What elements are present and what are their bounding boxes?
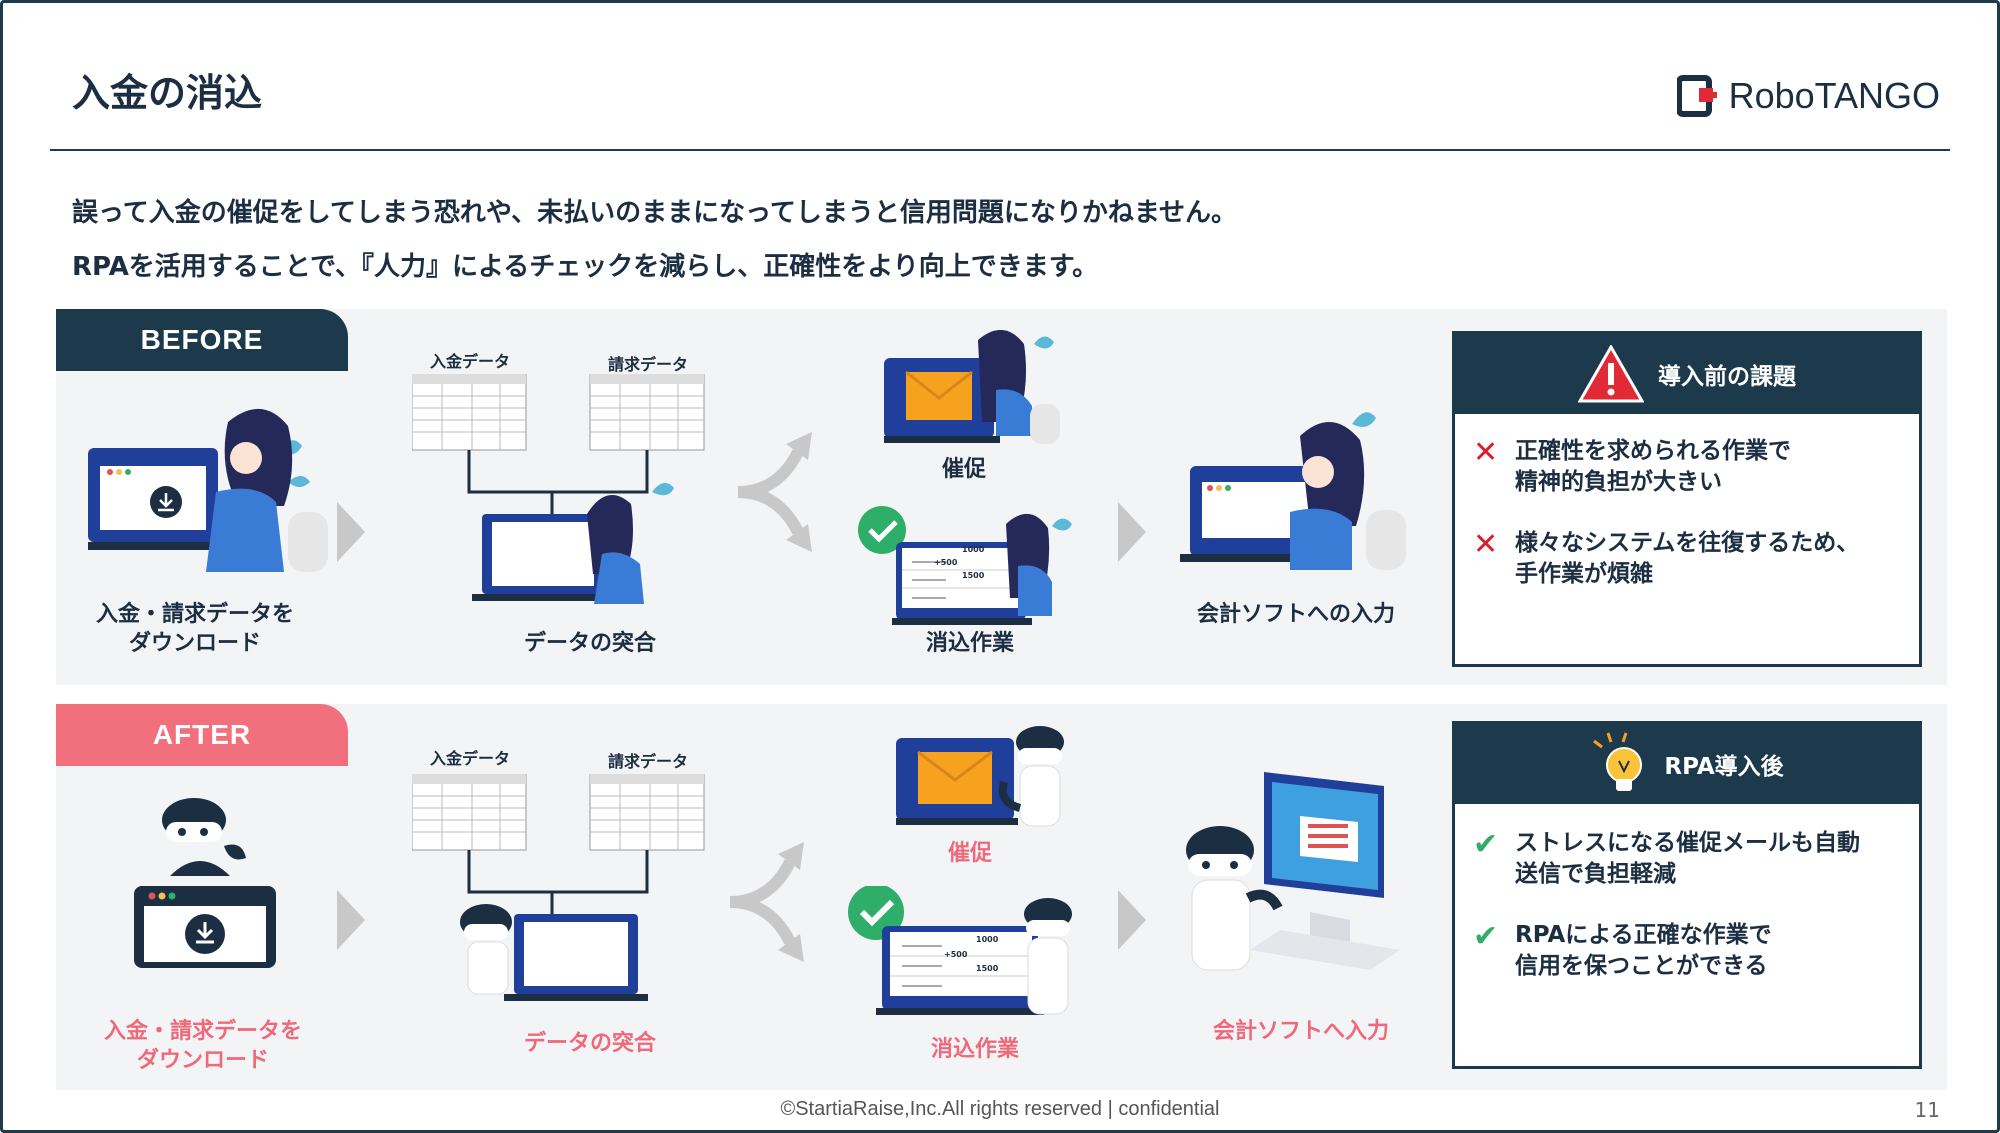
benefit-1-line1: ストレスになる催促メールも自動	[1515, 830, 1860, 856]
after-arrow-2-icon	[1118, 890, 1146, 950]
after-step4-label: 会計ソフトへ入力	[1212, 1019, 1389, 1044]
after-value-2: +500	[944, 950, 968, 959]
robotango-logo: RoboTANGO	[1676, 74, 1940, 118]
lightbulb-icon	[1593, 732, 1643, 791]
check-icon: ✔	[1473, 827, 1499, 862]
rpa-box-title: RPA導入後	[1664, 754, 1784, 780]
before-step3a-label: 催促	[941, 457, 986, 482]
lead-text-2: RPAを活用することで、『人力』によるチェックを減らし、正確性をより向上できます…	[72, 252, 1099, 282]
rpa-box: RPA導入後 ✔ ストレスになる催促メールも自動 送信で負担軽減 ✔ RPAによ…	[1452, 721, 1922, 1069]
before-reconcile-illustration	[858, 506, 1072, 625]
after-step1-label-line2: ダウンロード	[136, 1047, 269, 1073]
page-number: 11	[1914, 1098, 1940, 1122]
before-compare-illustration	[412, 374, 705, 604]
before-value-1: 1000	[962, 545, 985, 554]
spreadsheet-icon	[412, 374, 527, 451]
benefit-item: ✔ RPAによる正確な作業で 信用を保つことができる	[1473, 920, 1901, 982]
issues-box: 導入前の課題 ✕ 正確性を求められる作業で 精神的負担が大きい ✕ 様々なシステ…	[1452, 331, 1922, 667]
after-step1-label: 入金・請求データを ダウンロード	[90, 1018, 316, 1075]
before-step3b-label: 消込作業	[925, 631, 1014, 656]
after-value-1: 1000	[976, 935, 999, 944]
before-value-2: +500	[934, 558, 958, 567]
issue-1-line1: 正確性を求められる作業で	[1515, 438, 1791, 464]
robotango-logo-icon	[1676, 75, 1717, 117]
before-step1-label: 入金・請求データを ダウンロード	[82, 601, 308, 658]
before-download-illustration	[88, 408, 328, 572]
before-reminder-illustration	[884, 330, 1060, 444]
page-title: 入金の消込	[72, 71, 263, 115]
after-step1-label-line1: 入金・請求データを	[103, 1019, 302, 1044]
benefit-item: ✔ ストレスになる催促メールも自動 送信で負担軽減	[1473, 828, 1901, 890]
issue-2-line1: 様々なシステムを往復するため、	[1515, 530, 1860, 557]
after-step3b-label: 消込作業	[930, 1037, 1019, 1062]
logo-text: RoboTANGO	[1728, 75, 1940, 116]
after-reminder-illustration	[896, 726, 1064, 827]
after-tag: AFTER	[56, 704, 348, 766]
title-divider	[50, 149, 1950, 151]
before-step1-label-line2: ダウンロード	[128, 630, 261, 656]
before-value-3: 1500	[962, 571, 985, 580]
issue-1-line2: 精神的負担が大きい	[1515, 469, 1722, 496]
copyright-footer: ©StartiaRaise,Inc.All rights reserved | …	[780, 1098, 1220, 1120]
after-value-3: 1500	[976, 964, 999, 973]
cross-icon: ✕	[1473, 435, 1499, 470]
after-reconcile-illustration	[848, 886, 1072, 1015]
after-compare-illustration	[412, 774, 705, 1001]
after-sheet2-label: 請求データ	[608, 752, 689, 771]
lead-text-1: 誤って入金の催促をしてしまう恐れや、未払いのままになってしまうと信用問題になりか…	[72, 198, 1238, 228]
after-branch-arrow-icon	[730, 842, 804, 962]
benefit-2-line2: 信用を保つことができる	[1515, 953, 1768, 980]
check-icon: ✔	[1473, 919, 1499, 955]
after-step2-label: データの突合	[523, 1031, 656, 1056]
before-sheet2-label: 請求データ	[608, 355, 689, 374]
issues-box-title: 導入前の課題	[1658, 364, 1796, 390]
before-arrow-1-icon	[337, 502, 365, 562]
warning-icon	[1578, 345, 1644, 403]
benefit-1-line2: 送信で負担軽減	[1515, 861, 1676, 888]
after-download-illustration	[134, 798, 276, 968]
issue-item: ✕ 正確性を求められる作業で 精神的負担が大きい	[1473, 436, 1901, 498]
issues-box-header: 導入前の課題	[1455, 334, 1919, 414]
after-accounting-illustration	[1186, 772, 1400, 971]
benefit-2-line1: RPAによる正確な作業で	[1515, 922, 1772, 949]
before-step2-label: データの突合	[523, 631, 656, 656]
issue-item: ✕ 様々なシステムを往復するため、 手作業が煩雑	[1473, 528, 1901, 590]
before-accounting-illustration	[1180, 412, 1406, 570]
before-branch-arrow-icon	[738, 432, 812, 552]
after-step3a-label: 催促	[947, 841, 992, 866]
before-arrow-2-icon	[1118, 502, 1146, 562]
cross-icon: ✕	[1473, 527, 1499, 563]
after-sheet1-label: 入金データ	[430, 749, 511, 768]
before-sheet1-label: 入金データ	[430, 352, 511, 371]
before-tag: BEFORE	[56, 309, 348, 371]
before-step4-label: 会計ソフトへの入力	[1196, 602, 1395, 627]
after-arrow-1-icon	[337, 890, 365, 950]
rpa-box-header: RPA導入後	[1455, 724, 1919, 804]
before-step1-label-line1: 入金・請求データを	[95, 602, 294, 627]
issue-2-line2: 手作業が煩雑	[1515, 561, 1653, 588]
